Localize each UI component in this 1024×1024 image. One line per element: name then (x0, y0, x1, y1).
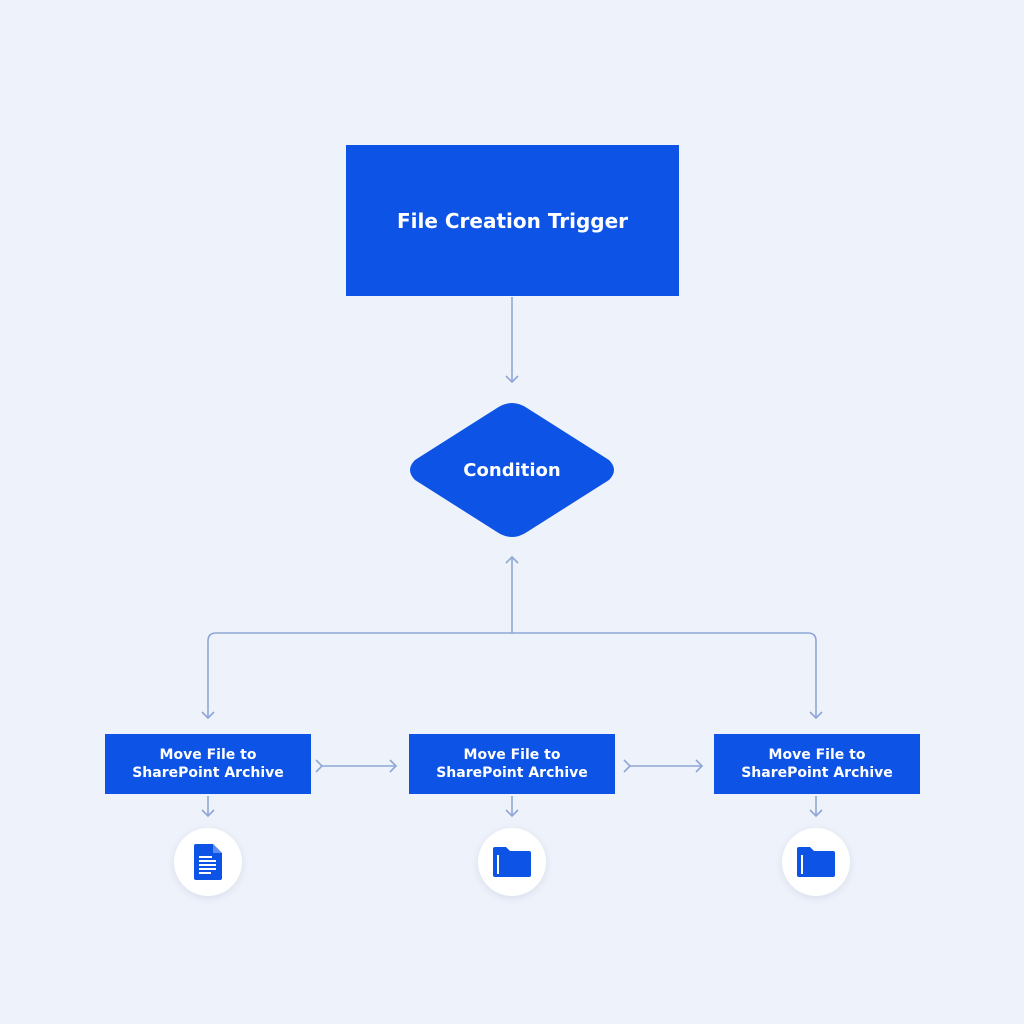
action-label-3: Move File to SharePoint Archive (741, 747, 893, 781)
folder-icon (782, 828, 850, 896)
file-creation-trigger-node[interactable]: File Creation Trigger (346, 145, 679, 296)
document-icon (174, 828, 242, 896)
condition-label: Condition (463, 459, 561, 481)
move-file-action-2[interactable]: Move File to SharePoint Archive (409, 734, 615, 794)
action-label-1: Move File to SharePoint Archive (132, 747, 284, 781)
connector-branch-left (201, 632, 512, 720)
connector-branch-right (512, 632, 823, 720)
move-file-action-1[interactable]: Move File to SharePoint Archive (105, 734, 311, 794)
condition-node[interactable]: Condition (405, 400, 619, 540)
trigger-label: File Creation Trigger (396, 208, 629, 233)
move-file-action-3[interactable]: Move File to SharePoint Archive (714, 734, 920, 794)
condition-diamond-shape (410, 403, 614, 537)
folder-icon (478, 828, 546, 896)
action-label-2: Move File to SharePoint Archive (436, 747, 588, 781)
